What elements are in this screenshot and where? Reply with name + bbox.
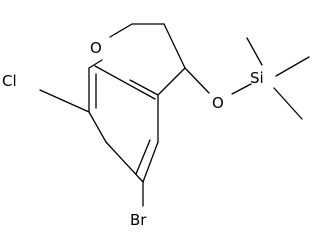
bond-c8-cl [39, 89, 90, 113]
oxygen-ring-label: O [90, 39, 102, 57]
bond-o1-c2 [109, 23, 133, 38]
oxygen-ether-label: O [212, 94, 224, 112]
bond-c8a-o1 [88, 59, 103, 69]
bond-o-si [231, 83, 252, 95]
silicon-label: Si [250, 69, 264, 87]
bromine-label: Br [130, 211, 147, 229]
bond-si-me-bottom [273, 87, 303, 120]
bond-c4a-c8a [129, 79, 159, 96]
atom-labels: O Cl Br O Si [2, 39, 264, 229]
chlorine-label: Cl [2, 72, 17, 90]
bond-si-me-right [275, 56, 310, 77]
bond-c3-c4 [163, 23, 186, 69]
bond-c8-c7 [88, 111, 107, 143]
bond-c8a-c4a-double [94, 65, 156, 100]
bond-c4-c4a [157, 67, 186, 96]
bond-si-me-top [246, 37, 263, 66]
bond-c4-o [184, 67, 210, 94]
bond-c7-c6 [105, 141, 144, 183]
bond-c6-c5-double [135, 139, 151, 175]
bond-lines [39, 23, 310, 207]
bond-c6-c5 [142, 141, 159, 183]
